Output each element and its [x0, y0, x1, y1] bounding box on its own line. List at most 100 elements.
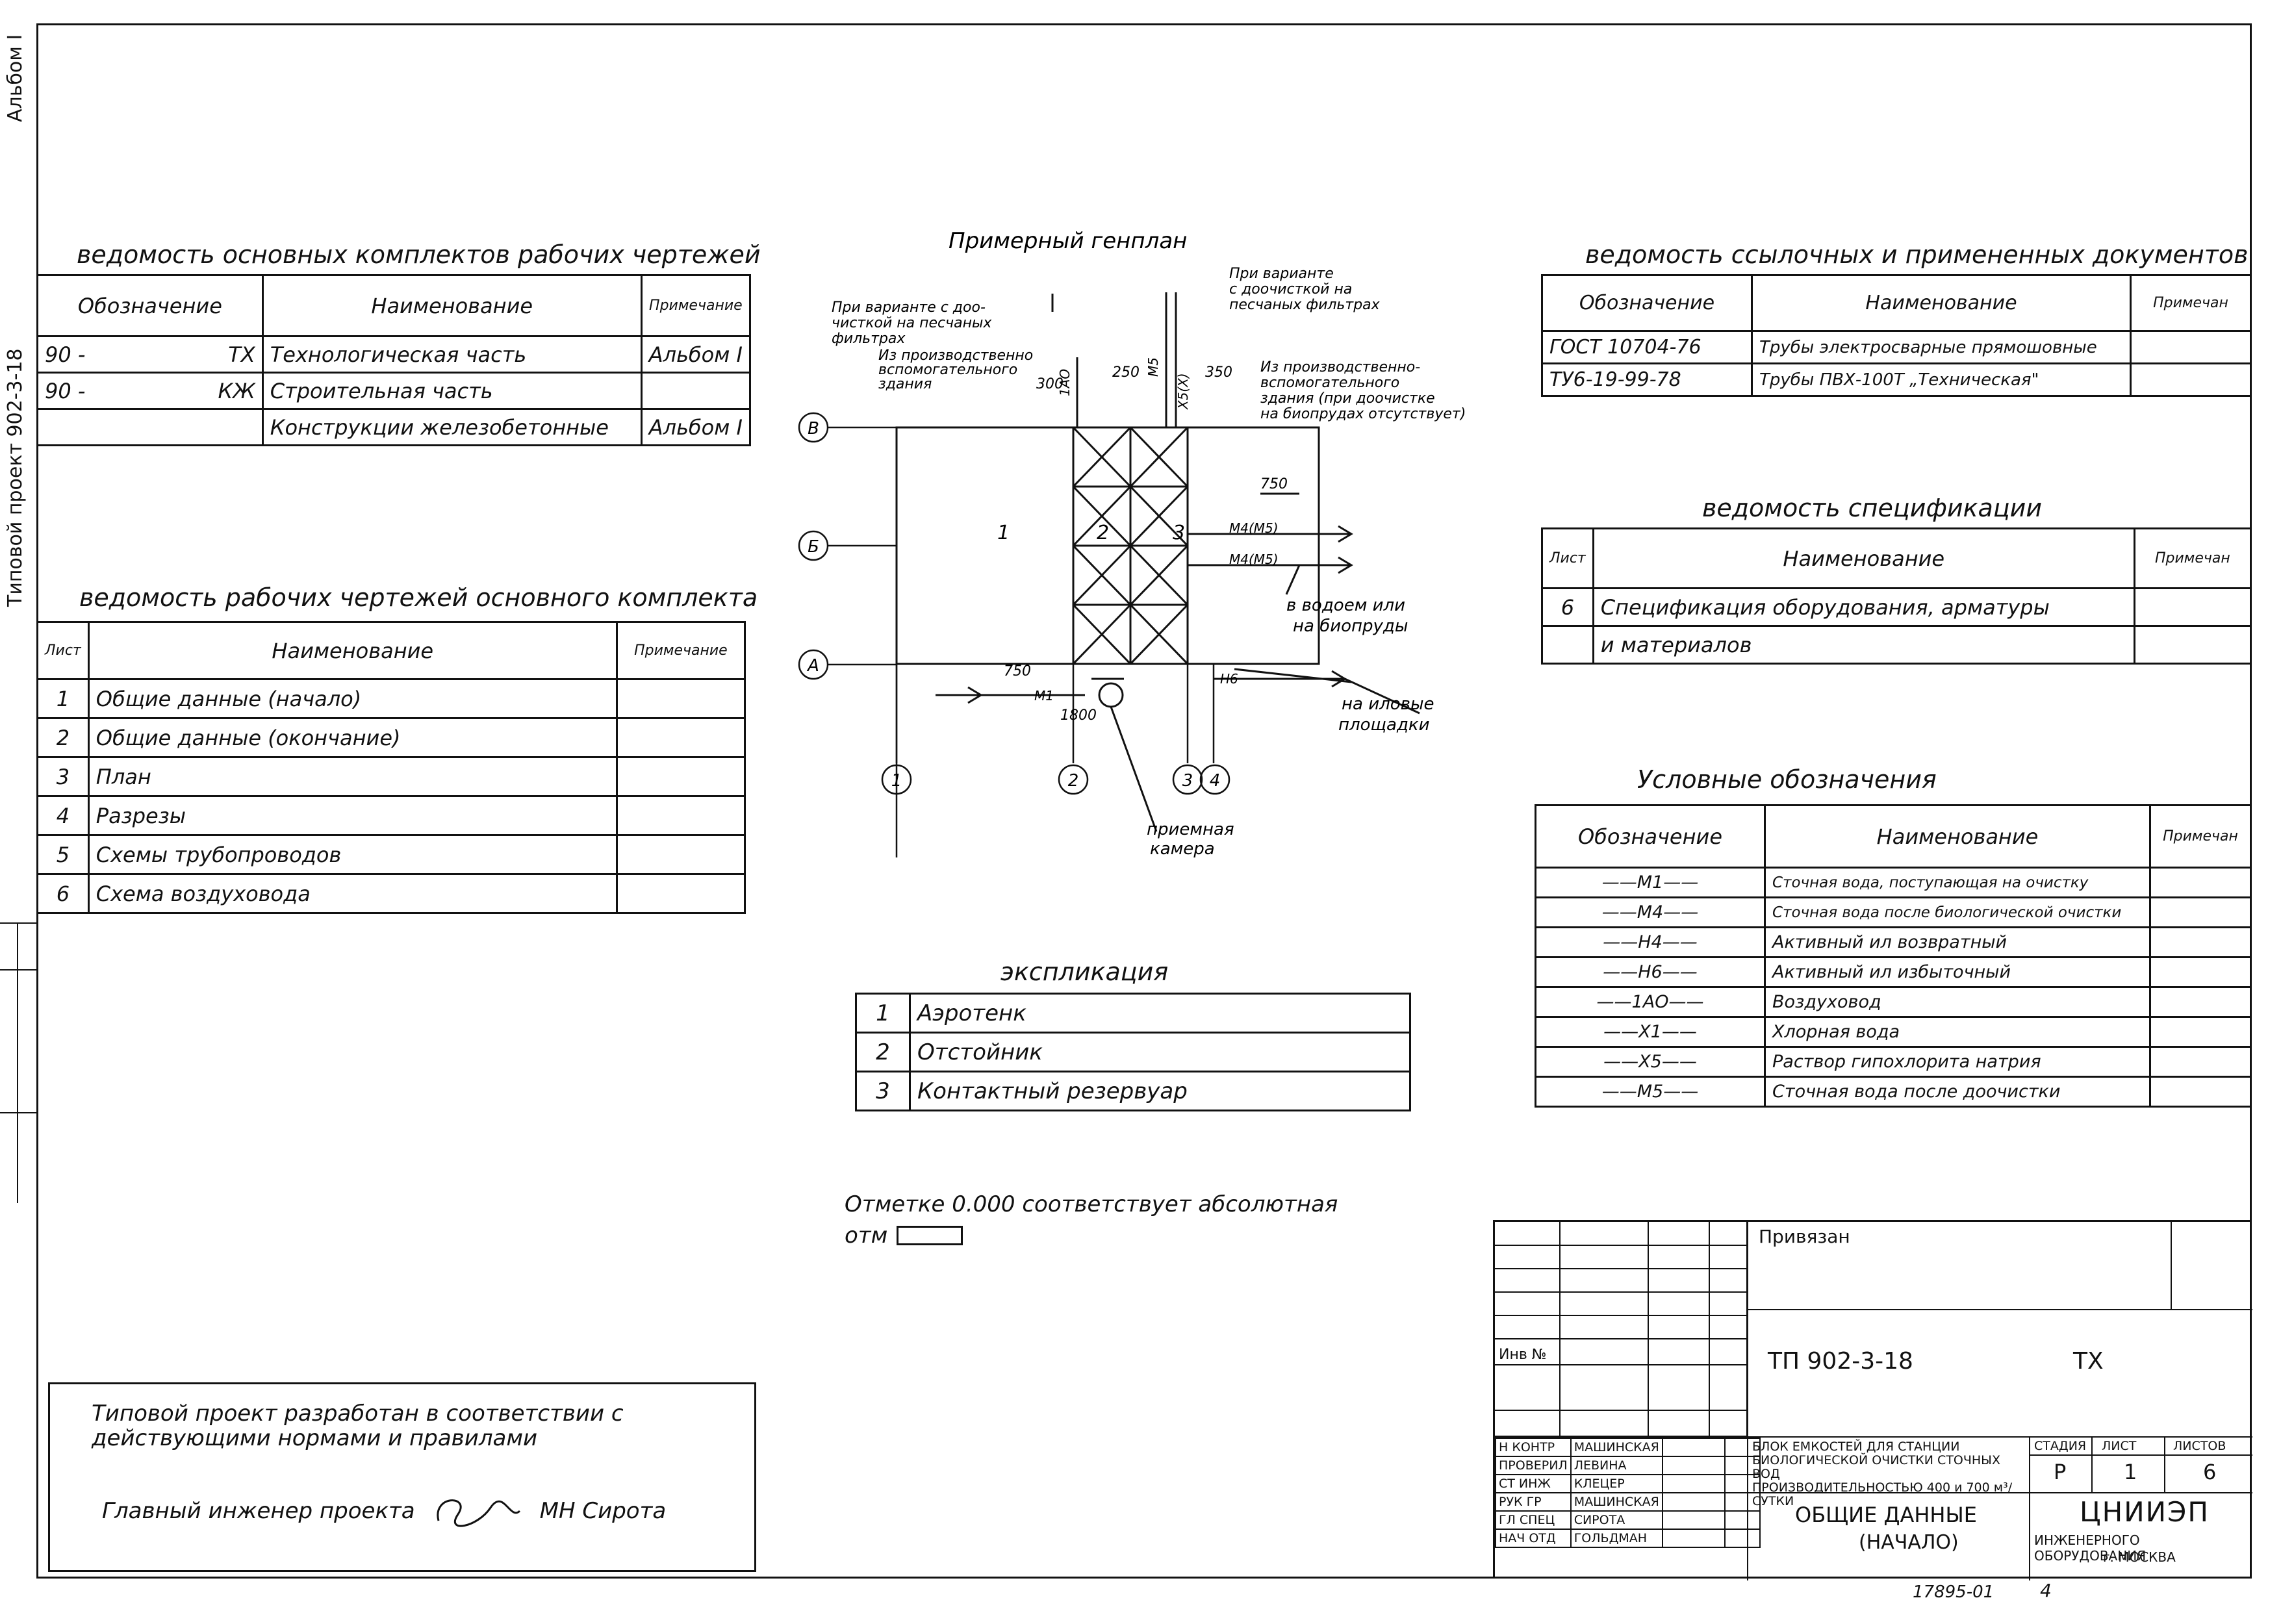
table-row: 90 - ТХ Технологическая часть Альбом I	[36, 335, 752, 374]
dimension-label: 750	[1260, 476, 1288, 492]
plan-note: При варианте	[1229, 266, 1334, 282]
symbol-cell: ——Х5——	[1535, 1046, 1766, 1078]
person-cell: МАШИНСКАЯ	[1570, 1492, 1663, 1512]
sheet-cell: 4	[36, 795, 90, 836]
stage-value: Р	[2054, 1460, 2067, 1484]
code-cell	[36, 408, 154, 446]
sheet-cell: 1	[36, 678, 90, 719]
person-cell: ЛЕВИНА	[1570, 1456, 1663, 1475]
zone-label: 2	[1097, 522, 1109, 544]
working-drawings-title: ведомость рабочих чертежей основного ком…	[79, 583, 758, 612]
plan-note: здания (при доочистке	[1260, 390, 1435, 407]
axis-label-row: А	[806, 656, 819, 676]
axis-label-col: 1	[891, 771, 902, 791]
person-cell: СИРОТА	[1570, 1510, 1663, 1530]
name-cell: Раствор гипохлорита натрия	[1764, 1046, 2151, 1078]
dimension-label: 300	[1036, 376, 1064, 392]
zone-label: 1	[997, 522, 1010, 544]
legend-title: Условные обозначения	[1637, 765, 1937, 794]
name-cell: Трубы электросварные прямошовные	[1751, 330, 2132, 364]
axis-label-row: В	[808, 419, 819, 438]
pipe-label: М1	[1034, 688, 1054, 704]
dimension-label: 1800	[1060, 707, 1097, 724]
elevation-note: Отметке 0.000 соответствует абсолютная о…	[845, 1189, 1338, 1251]
plan-note: вспомогательного	[878, 362, 1017, 378]
stage-label: СТАДИЯ	[2034, 1439, 2087, 1453]
axis-label-col: 3	[1182, 771, 1193, 791]
sheet-cell	[1541, 625, 1594, 665]
note-cell	[2149, 867, 2252, 898]
pipe-label: Х5(Х)	[1175, 373, 1191, 410]
note-cell	[615, 756, 746, 797]
side-album-label: Альбом I	[4, 34, 27, 122]
code-cell: 90 -	[36, 335, 154, 374]
header-cell: Лист	[1541, 527, 1594, 589]
date-cell	[1724, 1438, 1761, 1457]
table-row: ——М1——Сточная вода, поступающая на очист…	[1535, 867, 2252, 898]
person-cell: КЛЕЦЕР	[1570, 1474, 1663, 1493]
name-cell: Сточная вода после доочистки	[1764, 1076, 2151, 1108]
inventory-label: Инв №	[1499, 1347, 1547, 1363]
name-cell: Сточная вода, поступающая на очистку	[1764, 867, 2151, 898]
main-sets-title: ведомость основных комплектов рабочих че…	[77, 240, 761, 269]
plan-note: песчаных фильтрах	[1229, 297, 1381, 313]
attached-label: Привязан	[1759, 1226, 1850, 1247]
compliance-note-line: действующими нормами и правилами	[92, 1425, 538, 1451]
name-cell: Воздуховод	[1764, 986, 2151, 1018]
sheet-cell: 2	[36, 717, 90, 758]
note-cell	[2149, 1076, 2252, 1108]
description-line: БИОЛОГИЧЕСКОЙ ОЧИСТКИ СТОЧНЫХ ВОД	[1752, 1453, 2000, 1481]
role-cell: РУК ГР	[1495, 1492, 1572, 1512]
sheet-value: 1	[2124, 1460, 2137, 1484]
name-cell: Общие данные (начало)	[87, 678, 618, 719]
plan-note: камера	[1150, 839, 1215, 857]
name-cell: Активный ил избыточный	[1764, 956, 2151, 988]
date-cell	[1724, 1492, 1761, 1512]
table-row: Конструкции железобетонные Альбом I	[36, 408, 752, 446]
table-row: ——Х1——Хлорная вода	[1535, 1016, 2252, 1048]
sheets-label: ЛИСТОВ	[2173, 1439, 2226, 1453]
note-cell	[615, 678, 746, 719]
archive-number: 17895-01	[1913, 1582, 1994, 1602]
note-cell: Альбом I	[640, 408, 752, 446]
organization-city: г. МОСКВА	[2103, 1549, 2176, 1565]
legend-table: Обозначение Наименование Примечан ——М1——…	[1535, 804, 2252, 1108]
table-row: ——М5——Сточная вода после доочистки	[1535, 1076, 2252, 1108]
role-cell: ПРОВЕРИЛ	[1495, 1456, 1572, 1475]
name-cell: Строительная часть	[261, 372, 643, 410]
header-cell: Примечание	[615, 621, 746, 680]
signature-cell	[1661, 1456, 1726, 1475]
header-cell: Наименование	[87, 621, 618, 680]
plan-note: с доочисткой на	[1229, 281, 1352, 298]
zone-label: 3	[1173, 522, 1185, 544]
signature-cell	[1661, 1529, 1726, 1548]
note-cell	[615, 795, 746, 836]
description-line: БЛОК ЕМКОСТЕЙ ДЛЯ СТАНЦИИ	[1752, 1440, 1960, 1454]
header-cell: Наименование	[1592, 527, 2135, 589]
note-cell: Альбом I	[640, 335, 752, 374]
elevation-note-label: отм	[845, 1223, 888, 1249]
plan-note: чисткой на песчаных	[832, 315, 992, 331]
site-plan-diagram: Примерный генплан 1 2 3 В Б А	[798, 228, 1466, 857]
note-cell	[2133, 625, 2252, 665]
role-cell: СТ ИНЖ	[1495, 1474, 1572, 1493]
tank-block	[1072, 426, 1189, 665]
plan-note: площадки	[1338, 715, 1430, 735]
elevation-value-box	[897, 1226, 963, 1245]
plan-title: Примерный генплан	[949, 228, 1187, 254]
sheet-subtitle: (НАЧАЛО)	[1859, 1531, 1959, 1554]
table-row: ——Х5——Раствор гипохлорита натрия	[1535, 1046, 2252, 1078]
sheet-cell: 6	[1541, 587, 1594, 627]
